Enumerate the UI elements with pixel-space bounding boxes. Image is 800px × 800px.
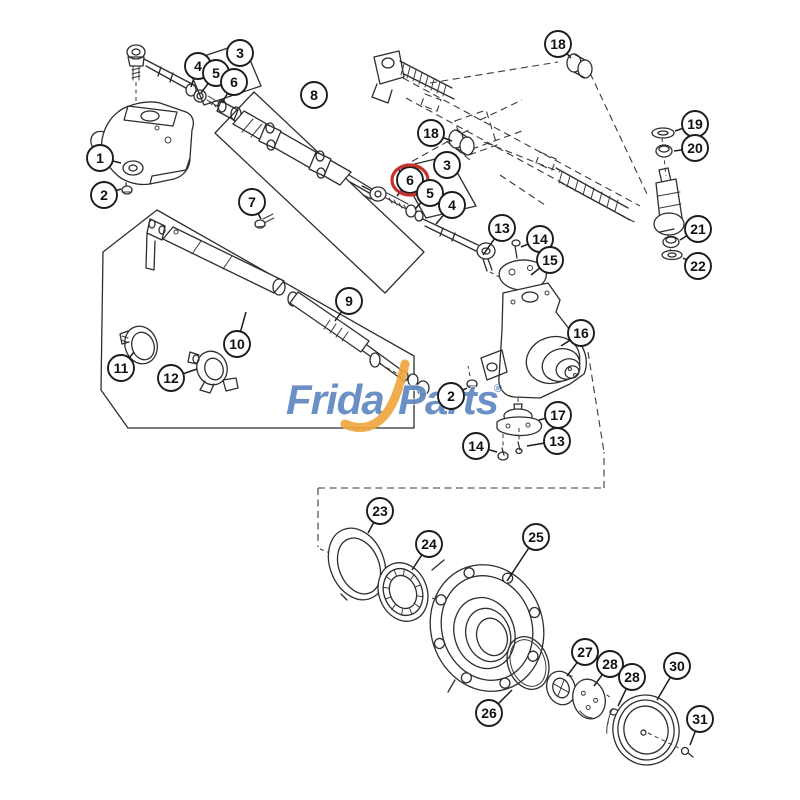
steering-cylinder (214, 91, 425, 294)
svg-text:9: 9 (345, 293, 353, 309)
svg-text:28: 28 (602, 656, 618, 672)
callout-17: 17 (538, 401, 572, 429)
callout-1: 1 (86, 144, 122, 172)
callout-7: 7 (238, 188, 266, 220)
svg-text:13: 13 (549, 433, 565, 449)
svg-text:11: 11 (114, 360, 129, 376)
callout-15: 15 (530, 246, 564, 276)
svg-text:19: 19 (687, 116, 703, 132)
axle-assembly (371, 50, 685, 261)
svg-text:12: 12 (163, 370, 179, 386)
svg-text:21: 21 (690, 221, 706, 237)
svg-text:6: 6 (230, 74, 238, 90)
callout-4: 4 (435, 191, 466, 225)
svg-text:3: 3 (236, 45, 244, 61)
callout-26: 26 (475, 689, 513, 727)
svg-text:26: 26 (481, 705, 497, 721)
callout-14: 14 (462, 432, 498, 460)
callout-18: 18 (417, 119, 453, 147)
knuckle-housing-left (90, 101, 194, 195)
svg-text:5: 5 (426, 185, 434, 201)
callout-2: 2 (437, 382, 468, 410)
svg-text:20: 20 (687, 140, 703, 156)
svg-text:2: 2 (447, 388, 455, 404)
svg-text:16: 16 (573, 325, 589, 341)
callout-24: 24 (411, 530, 443, 571)
svg-text:30: 30 (669, 658, 685, 674)
callout-21: 21 (679, 215, 712, 243)
svg-text:14: 14 (468, 438, 484, 454)
logo-text-frida: Frida (286, 376, 384, 423)
callout-10: 10 (223, 311, 251, 358)
svg-text:31: 31 (692, 711, 708, 727)
svg-text:5: 5 (212, 65, 220, 81)
callout-25: 25 (506, 523, 550, 582)
svg-text:4: 4 (194, 58, 202, 74)
cylinder-parts-box (100, 209, 430, 429)
logo-registered-mark: ® (494, 383, 502, 395)
callout-20: 20 (673, 134, 709, 162)
callout-3: 3 (226, 39, 254, 67)
callout-12: 12 (157, 364, 198, 392)
svg-text:28: 28 (624, 669, 640, 685)
svg-text:14: 14 (532, 231, 548, 247)
callout-8: 8 (300, 81, 328, 109)
svg-text:4: 4 (448, 197, 456, 213)
callout-28: 28 (617, 663, 646, 707)
callout-27: 27 (566, 638, 599, 677)
svg-text:18: 18 (423, 125, 439, 141)
callout-19: 19 (674, 110, 709, 138)
callout-13: 13 (526, 427, 571, 455)
svg-text:17: 17 (550, 407, 566, 423)
callout-2: 2 (90, 181, 122, 209)
callout-14: 14 (520, 225, 554, 253)
svg-text:2: 2 (100, 187, 108, 203)
logo-swoosh-icon (340, 359, 410, 432)
svg-text:8: 8 (310, 87, 318, 103)
callout-16: 16 (560, 319, 595, 347)
svg-text:24: 24 (421, 536, 437, 552)
svg-text:25: 25 (528, 529, 544, 545)
svg-text:10: 10 (229, 336, 245, 352)
svg-text:27: 27 (577, 644, 593, 660)
callout-30: 30 (656, 652, 691, 701)
svg-text:15: 15 (542, 252, 558, 268)
callout-23: 23 (366, 497, 394, 534)
callout-6-highlighted: 6 (390, 163, 430, 197)
callout-11: 11 (107, 351, 135, 382)
callout-18: 18 (544, 30, 572, 59)
hub-assembly (317, 452, 694, 766)
callout-31: 31 (686, 705, 714, 746)
svg-text:6: 6 (406, 172, 414, 188)
callout-13: 13 (482, 214, 516, 256)
svg-text:18: 18 (550, 36, 566, 52)
callout-28: 28 (593, 650, 624, 687)
svg-text:23: 23 (372, 503, 388, 519)
svg-text:22: 22 (690, 258, 706, 274)
svg-text:7: 7 (248, 194, 256, 210)
callout-9: 9 (334, 287, 363, 322)
callout-22: 22 (682, 252, 712, 280)
callout-3: 3 (433, 151, 461, 179)
tie-rod-middle (361, 128, 523, 281)
callout-5: 5 (414, 179, 444, 210)
svg-text:3: 3 (443, 157, 451, 173)
knuckle-right (466, 239, 605, 461)
svg-text:1: 1 (96, 150, 104, 166)
callout-6: 6 (220, 68, 248, 104)
svg-text:13: 13 (494, 220, 510, 236)
